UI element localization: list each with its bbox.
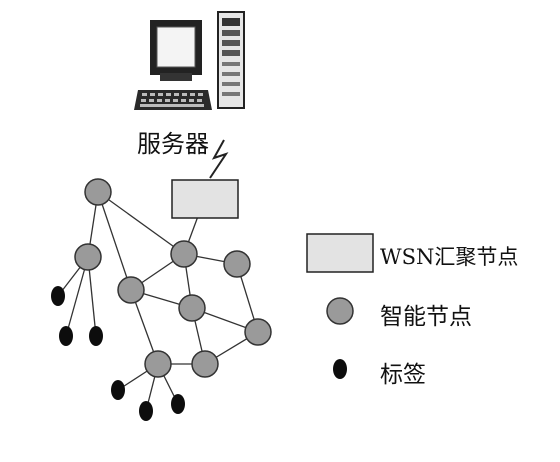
- keyboard-icon: [134, 90, 212, 110]
- legend-smart-label: 智能节点: [380, 304, 472, 330]
- smart-node: [117, 276, 145, 304]
- smart-node: [170, 240, 198, 268]
- tag-node: [171, 394, 185, 414]
- tag-node: [51, 286, 65, 306]
- server-label: 服务器: [137, 130, 209, 158]
- sink-node: [171, 179, 239, 219]
- smart-node: [223, 250, 251, 278]
- wireless-link-icon: [209, 139, 229, 179]
- legend-sink-label: WSN汇聚节点: [380, 245, 519, 269]
- computer-monitor-icon: [150, 20, 202, 81]
- tag-node: [139, 401, 153, 421]
- smart-node: [84, 178, 112, 206]
- smart-node: [191, 350, 219, 378]
- smart-node: [74, 243, 102, 271]
- tag-node: [59, 326, 73, 346]
- smart-node: [178, 294, 206, 322]
- legend-sink-swatch: [306, 233, 374, 273]
- server-tower-icon: [217, 11, 245, 109]
- smart-node: [244, 318, 272, 346]
- tag-node: [111, 380, 125, 400]
- legend-smart-swatch: [326, 297, 354, 325]
- smart-node: [144, 350, 172, 378]
- tag-node: [89, 326, 103, 346]
- network-links: [57, 191, 259, 412]
- legend-tag-label: 标签: [380, 362, 426, 388]
- legend-tag-swatch: [333, 359, 347, 379]
